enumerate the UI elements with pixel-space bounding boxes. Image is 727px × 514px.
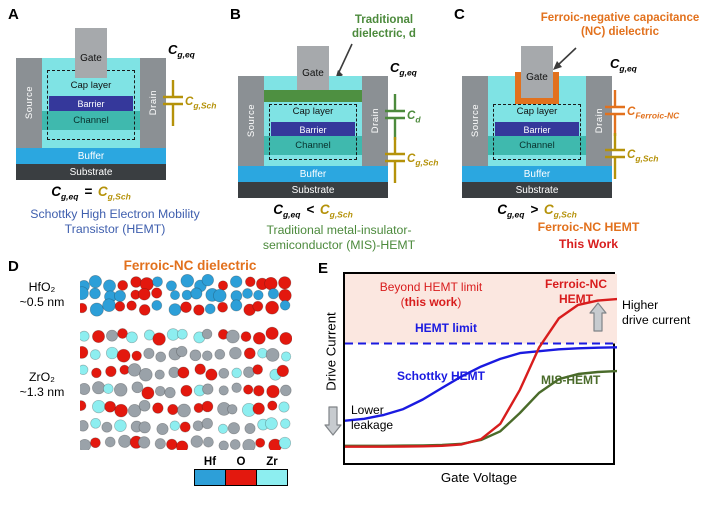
zr-color-swatch [256, 469, 288, 486]
buffer-layer: Buffer [462, 166, 612, 182]
channel-layer: Channel [488, 136, 586, 155]
panel-e: E Drive Current Beyond HEMT limit (this … [308, 258, 725, 512]
legend-item-hf: Hf [194, 456, 226, 486]
source-label: Source [23, 86, 35, 120]
barrier-layer: Barrier [271, 122, 355, 137]
dielectric-pointer-arrow-icon [553, 47, 577, 70]
substrate-layer: Substrate [462, 182, 612, 198]
capacitor-gsch-label: Cg,Sch [407, 152, 439, 168]
atom-legend: Hf O Zr [194, 456, 288, 486]
drain-contact: Drain [362, 76, 388, 166]
ferroic-dielectric-structure [80, 274, 292, 450]
capacitor-symbol-icon [385, 94, 405, 140]
channel-layer: Channel [264, 136, 362, 155]
capacitor-cd: Cd [384, 94, 421, 140]
schottky-hemt-curve-label: Schottky HEMT [397, 369, 486, 383]
panel-a-letter: A [8, 6, 19, 23]
cgeq-label: Cg,eq [168, 42, 195, 60]
legend-item-o: O [225, 456, 257, 486]
lower-leakage-label: Lower leakage [351, 403, 394, 432]
capacitor-ferroic-nc: CFerroic-NC [604, 90, 679, 136]
caption-ferroic-nc-hemt: Ferroic-NC HEMT [537, 220, 640, 234]
gate-stack-outline [269, 104, 357, 160]
legend-item-zr: Zr [256, 456, 288, 486]
panel-b-letter: B [230, 6, 241, 23]
o-color-swatch [225, 469, 257, 486]
x-axis-label: Gate Voltage [440, 470, 518, 485]
cap-layer-label: Cap layer [516, 106, 558, 117]
capacitance-equation-b: Cg,eq < Cg,Sch [273, 202, 353, 220]
buffer-layer: Buffer [16, 148, 166, 164]
gate-electrode: Gate [75, 28, 107, 78]
y-axis-label: Drive Current [323, 312, 339, 391]
caption-mis-hemt: Traditional metal-insulator-semiconducto… [262, 223, 416, 253]
capacitor-gsch-label: Cg,Sch [627, 148, 659, 164]
lower-leakage-arrow-icon [324, 406, 342, 436]
higher-drive-current-label: Higher drive current [622, 298, 691, 327]
hemt-limit-label: HEMT limit [415, 321, 477, 335]
capacitor-symbol-icon [605, 133, 625, 179]
plot-curves [345, 274, 617, 448]
ferroic-nc-hemt-curve-label: Ferroic-NC HEMT [544, 277, 607, 306]
drain-label: Drain [147, 90, 159, 116]
barrier-layer: Barrier [49, 96, 133, 111]
beyond-limit-annotation: Beyond HEMT limit (this work) [379, 280, 483, 309]
source-contact: Source [16, 58, 42, 148]
panel-d-letter: D [8, 258, 19, 275]
substrate-layer: Substrate [16, 164, 166, 180]
capacitance-equation-c: Cg,eq > Cg,Sch [497, 202, 577, 220]
schottky-hemt-device: Gate Source Drain Cap layer Barrier Chan… [16, 28, 166, 180]
ferroic-nc-hemt-device: Gate Source Drain Cap layer Barrier Chan… [462, 46, 612, 198]
panel-c-letter: C [454, 6, 465, 23]
gate-stack-outline [493, 104, 581, 160]
panel-e-letter: E [318, 260, 329, 277]
barrier-layer: Barrier [495, 122, 579, 137]
mis-hemt-device: Gate Source Drain Cap layer Barrier Chan… [238, 46, 388, 198]
cap-layer-region: Cap layer Barrier Channel [264, 76, 362, 166]
capacitance-equation-a: Cg,eq = Cg,Sch [51, 184, 131, 202]
gate-stack-outline [47, 70, 135, 140]
panel-d-title: Ferroic-NC dielectric [123, 258, 257, 273]
capacitor-ferroic-nc-label: CFerroic-NC [627, 105, 680, 121]
cap-layer-region: Cap layer Barrier Channel [42, 58, 140, 148]
cgeq-label: Cg,eq [610, 56, 637, 74]
capacitor-gsch: Cg,Sch [162, 80, 216, 126]
panel-c: C Ferroic-negative capacitance (NC) diel… [452, 6, 725, 256]
capacitor-symbol-icon [385, 137, 405, 183]
capacitor-symbol-icon [605, 90, 625, 136]
caption-schottky-hemt: Schottky High Electron Mobility Transist… [30, 207, 200, 237]
substrate-layer: Substrate [238, 182, 388, 198]
gate-electrode: Gate [297, 46, 329, 90]
capacitor-gsch: Cg,Sch [604, 133, 658, 179]
hf-color-swatch [194, 469, 226, 486]
traditional-dielectric-layer [264, 90, 362, 102]
panel-d: D Ferroic-NC dielectric HfO₂ ~0.5 nm ZrO… [6, 258, 306, 512]
panel-a: A Gate Source Drain Cap layer Barrier Ch… [6, 6, 224, 256]
cap-layer-label: Cap layer [292, 106, 334, 117]
capacitor-gsch: Cg,Sch [384, 137, 438, 183]
drive-current-plot: Beyond HEMT limit (this work) Ferroic-NC… [343, 272, 617, 465]
drain-contact: Drain [140, 58, 166, 148]
mis-hemt-curve-label: MIS-HEMT [541, 373, 601, 387]
panel-b: B Traditional dielectric, d Gate Source … [228, 6, 450, 256]
buffer-layer: Buffer [238, 166, 388, 182]
hfo2-label: HfO₂ ~0.5 nm [19, 280, 65, 310]
cap-layer-label: Cap layer [70, 80, 112, 91]
caption-this-work: This Work [558, 237, 619, 251]
higher-drive-current-arrow-icon [589, 302, 607, 332]
traditional-dielectric-label: Traditional dielectric, d [352, 14, 416, 40]
cgeq-label: Cg,eq [390, 60, 417, 78]
capacitor-gsch-label: Cg,Sch [185, 95, 217, 111]
source-contact: Source [238, 76, 264, 166]
gate-electrode: Gate [521, 46, 553, 98]
source-contact: Source [462, 76, 488, 166]
zro2-label: ZrO₂ ~1.3 nm [19, 370, 65, 400]
channel-layer: Channel [42, 111, 140, 130]
capacitor-symbol-icon [163, 80, 183, 126]
gate-label: Gate [80, 53, 102, 64]
capacitor-cd-label: Cd [407, 109, 421, 125]
ferroic-nc-dielectric-label: Ferroic-negative capacitance (NC) dielec… [540, 12, 700, 38]
